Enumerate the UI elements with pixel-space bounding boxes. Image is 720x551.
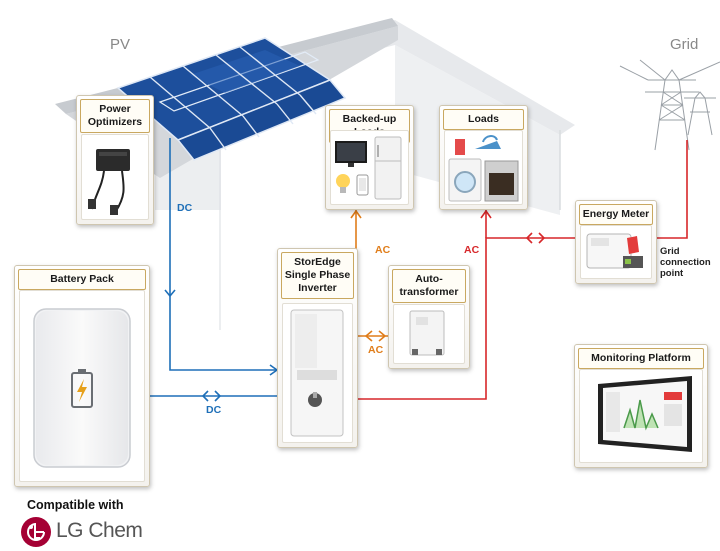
washing-machine-icon xyxy=(448,158,482,202)
grid-label: Grid xyxy=(670,36,699,53)
backed-up-loads-card[interactable]: Backed-up Loads xyxy=(325,105,414,210)
inverter-icon xyxy=(290,309,344,437)
tablet-dashboard-icon xyxy=(598,376,692,452)
dc-line-pv-to-inverter xyxy=(169,138,277,371)
compatible-with-label: Compatible with xyxy=(27,498,124,512)
energy-meter-title: Energy Meter xyxy=(579,204,653,225)
grid-tower-icon xyxy=(619,59,720,151)
battery-charge-icon xyxy=(71,369,93,408)
ac-label-loads: AC xyxy=(464,244,480,256)
auto-transformer-card[interactable]: Auto- transformer xyxy=(388,265,470,369)
auto-transformer-title: Auto- transformer xyxy=(392,269,466,303)
lg-logo-icon xyxy=(21,517,51,547)
solar-panel-array xyxy=(116,37,347,161)
light-bulb-icon xyxy=(336,174,350,193)
backed-up-loads-image xyxy=(330,130,409,205)
oven-icon xyxy=(484,160,519,202)
loads-image xyxy=(444,130,523,205)
battery-unit-icon xyxy=(33,308,131,468)
fridge-icon xyxy=(374,136,402,200)
power-optimizers-card[interactable]: Power Optimizers xyxy=(76,95,154,225)
loads-card[interactable]: Loads xyxy=(439,105,528,210)
ac-label-backed-up: AC xyxy=(375,244,391,256)
tv-icon xyxy=(335,141,367,167)
energy-meter-icon xyxy=(586,233,643,269)
ac-line-inverter-to-grid xyxy=(356,237,575,400)
battery-pack-image xyxy=(19,290,145,482)
ac-wiring-red xyxy=(356,140,688,400)
auto-transformer-icon xyxy=(409,310,445,356)
energy-meter-image xyxy=(580,225,652,279)
loads-title: Loads xyxy=(443,109,524,130)
battery-pack-card[interactable]: Battery Pack xyxy=(14,265,150,487)
monitoring-platform-card[interactable]: Monitoring Platform xyxy=(574,344,708,468)
dc-label-top: DC xyxy=(177,202,193,214)
iron-icon xyxy=(475,135,501,149)
monitoring-platform-image xyxy=(579,369,703,463)
energy-meter-card[interactable]: Energy Meter xyxy=(575,200,657,284)
phone-icon xyxy=(356,174,369,196)
auto-transformer-image xyxy=(393,304,465,364)
pv-label: PV xyxy=(110,36,131,53)
grid-line-to-meter xyxy=(650,140,688,239)
lg-chem-brand-text: LG Chem xyxy=(56,519,143,542)
monitoring-platform-title: Monitoring Platform xyxy=(578,348,704,369)
power-optimizer-icon xyxy=(88,149,130,215)
inverter-card[interactable]: StorEdge Single Phase Inverter xyxy=(277,248,358,448)
battery-pack-title: Battery Pack xyxy=(18,269,146,290)
power-optimizer-image xyxy=(81,134,149,220)
inverter-image xyxy=(282,303,353,443)
power-optimizers-title: Power Optimizers xyxy=(80,99,150,133)
inverter-title: StorEdge Single Phase Inverter xyxy=(281,252,354,299)
mixer-icon xyxy=(455,139,465,155)
ac-label-autotransformer: AC xyxy=(368,344,384,356)
dc-label-bottom: DC xyxy=(206,404,222,416)
grid-connection-point-label: Grid connection point xyxy=(660,246,711,279)
